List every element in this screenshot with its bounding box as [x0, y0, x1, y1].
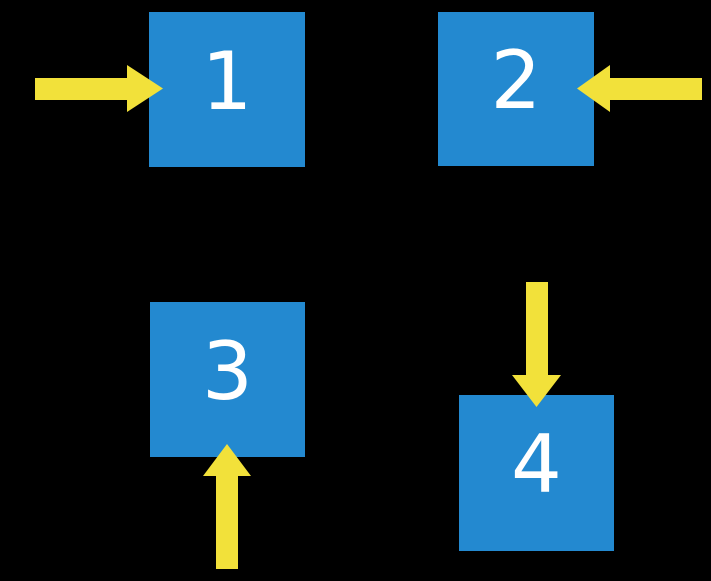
down-arrow-icon [512, 282, 561, 407]
square-2-label: 2 [490, 34, 542, 127]
right-arrow-icon [35, 65, 163, 112]
square-4: 4 [459, 395, 614, 551]
square-3: 3 [150, 302, 305, 457]
square-1: 1 [149, 12, 305, 167]
square-4-label: 4 [511, 418, 562, 511]
square-2: 2 [438, 12, 594, 166]
square-3-label: 3 [202, 324, 253, 418]
left-arrow-icon [577, 65, 702, 112]
square-1-label: 1 [201, 34, 253, 128]
up-arrow-icon [203, 444, 251, 569]
